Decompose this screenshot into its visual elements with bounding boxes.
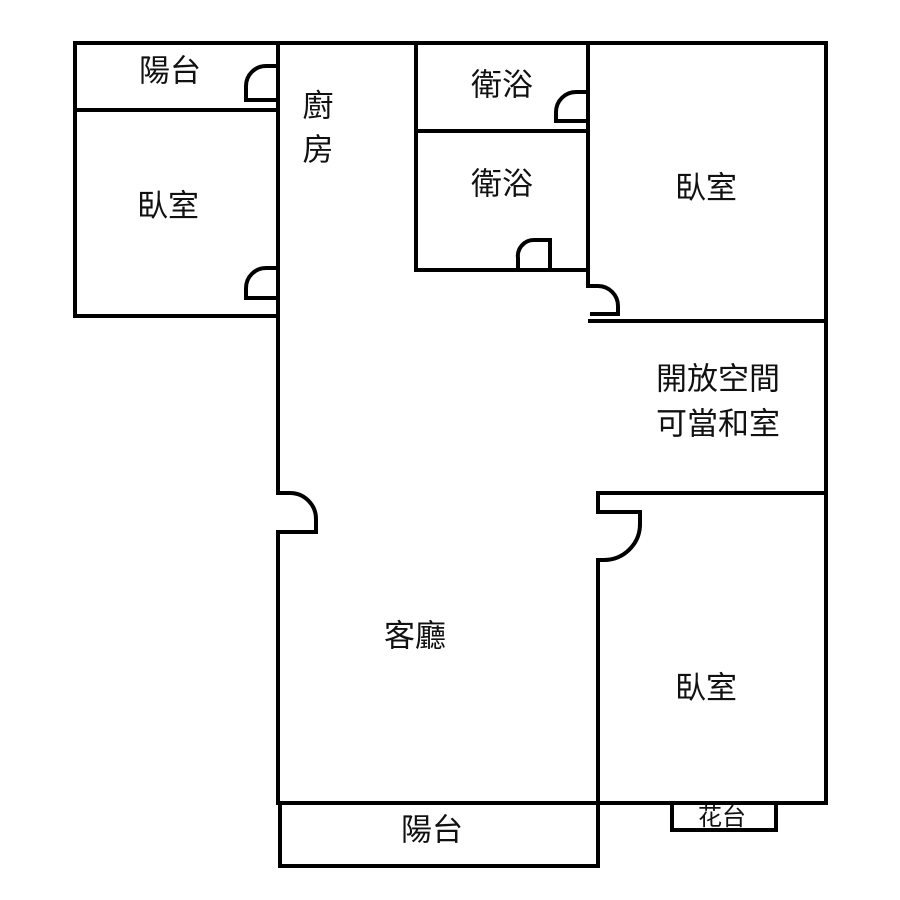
label-bath-upper: 衛浴 bbox=[471, 68, 533, 104]
balcony-bottom-outline bbox=[278, 801, 600, 868]
label-open-space-line2: 可當和室 bbox=[656, 407, 780, 443]
bedroom-right-top-outline bbox=[586, 41, 828, 323]
label-kitchen-line2: 房 bbox=[303, 133, 334, 169]
kitchen-outline bbox=[276, 41, 418, 318]
door-bedroom-right-top bbox=[590, 284, 620, 316]
door-bedroom-right-bottom bbox=[598, 510, 642, 562]
door-bedroom-left bbox=[244, 266, 278, 300]
door-bathroom-upper bbox=[554, 90, 588, 123]
door-balcony-top-left bbox=[244, 64, 278, 102]
label-bath-lower: 衛浴 bbox=[471, 167, 533, 203]
door-living-left bbox=[278, 491, 318, 534]
bedroom-right-bottom-outline bbox=[596, 491, 828, 805]
label-open-space-line1: 開放空間 bbox=[656, 362, 780, 398]
label-balcony-bottom: 陽台 bbox=[401, 813, 463, 849]
label-kitchen-line1: 廚 bbox=[303, 89, 334, 125]
label-bedroom-right-bottom: 臥室 bbox=[675, 671, 737, 707]
flower-bed-outline bbox=[670, 801, 778, 832]
label-bedroom-right-top: 臥室 bbox=[675, 171, 737, 207]
door-bathroom-lower bbox=[515, 237, 552, 270]
label-balcony-top-left: 陽台 bbox=[139, 54, 201, 90]
label-flower-bed: 花台 bbox=[698, 803, 746, 831]
label-bedroom-left: 臥室 bbox=[137, 189, 199, 225]
label-living-room: 客廳 bbox=[384, 619, 446, 655]
